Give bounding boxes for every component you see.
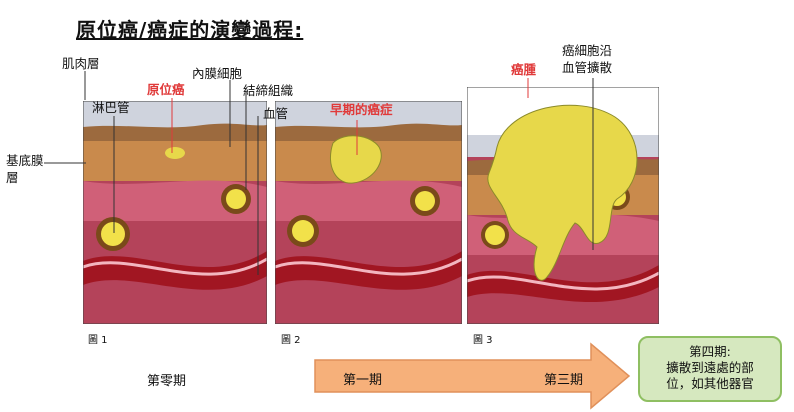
stage-zero: 第零期 xyxy=(147,370,186,389)
label-muscle-layer: 肌肉層 xyxy=(62,56,100,71)
label-early-cancer: 早期的癌症 xyxy=(330,102,393,117)
caption-figure-2: 圖 2 xyxy=(281,331,301,346)
label-tumor: 癌腫 xyxy=(511,62,536,77)
stage-four-title: 第四期: xyxy=(640,344,780,360)
label-spread-line2: 血管擴散 xyxy=(562,60,612,75)
stage-four-line1: 擴散到遠處的部 xyxy=(640,360,780,376)
label-connective-tissue: 結締組織 xyxy=(243,83,293,98)
label-blood-vessel: 血管 xyxy=(263,106,288,121)
label-basement-membrane-2: 層 xyxy=(6,170,19,185)
stage-three: 第三期 xyxy=(544,369,583,388)
label-carcinoma-in-situ: 原位癌 xyxy=(147,82,185,97)
caption-figure-1: 圖 1 xyxy=(88,331,108,346)
label-endothelial-cells: 內膜細胞 xyxy=(192,66,242,81)
label-basement-membrane: 基底膜 xyxy=(6,153,44,168)
stage-four-line2: 位，如其他器官 xyxy=(640,376,780,392)
stage-four-box: 第四期: 擴散到遠處的部 位，如其他器官 xyxy=(638,336,782,402)
stage-one: 第一期 xyxy=(343,369,382,388)
label-lymph-vessel: 淋巴管 xyxy=(92,100,130,115)
label-spread-line1: 癌細胞沿 xyxy=(562,43,612,58)
